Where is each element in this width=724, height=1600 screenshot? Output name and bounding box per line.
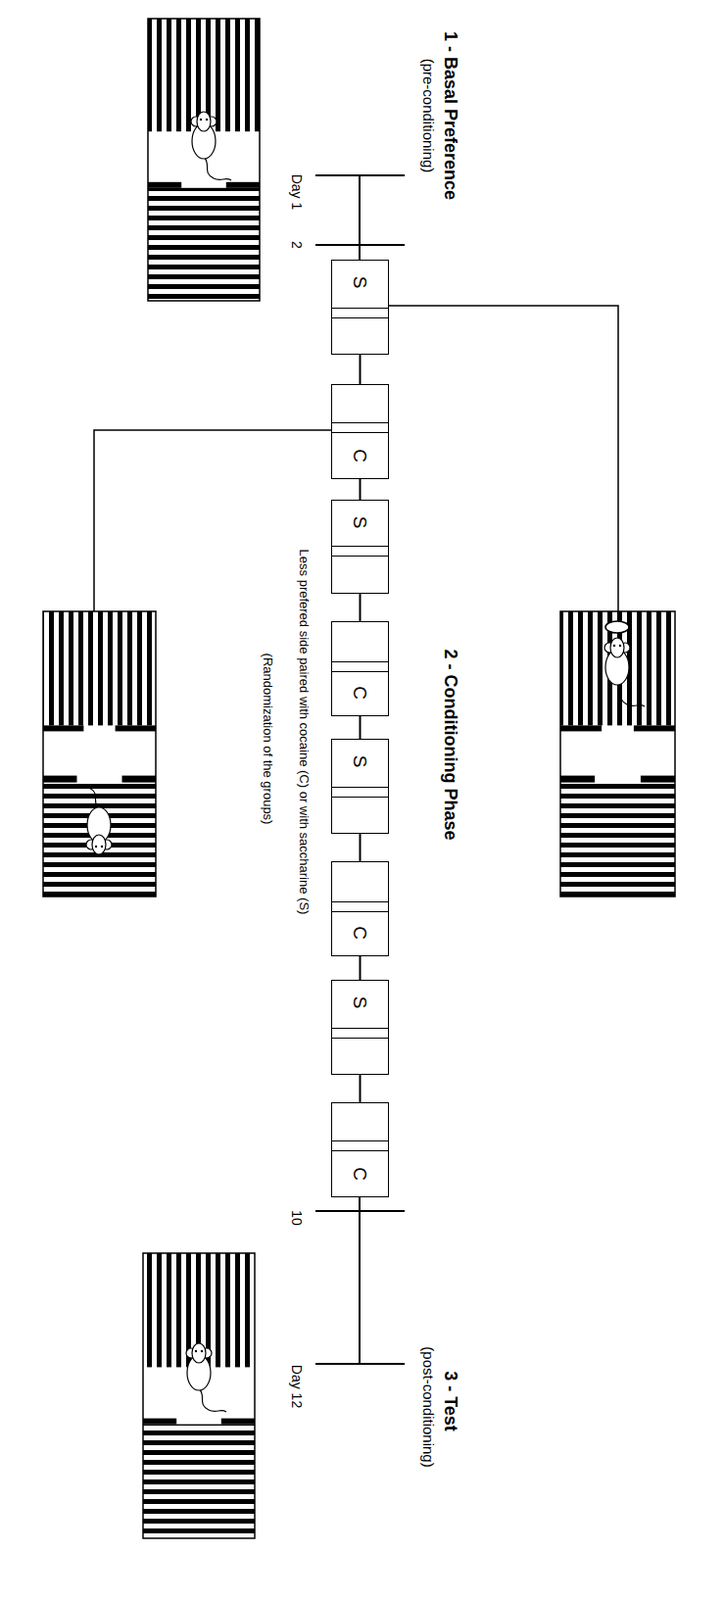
saccharin-session-box: S — [331, 499, 389, 594]
cocaine-session-box: C — [331, 1102, 389, 1198]
note: (Randomization of the groups) — [260, 653, 275, 825]
divider-line — [332, 1150, 388, 1152]
divider-line — [332, 1027, 388, 1029]
divider-line — [332, 911, 388, 913]
saccharin-session-box: S — [331, 259, 389, 355]
divider-line — [332, 671, 388, 673]
timeline — [94, 175, 619, 1364]
session-letter: S — [349, 516, 371, 530]
divider-line — [332, 555, 388, 557]
mouse — [186, 1343, 227, 1412]
saccharin-session-box: S — [331, 738, 389, 834]
place-preference-box — [43, 611, 156, 897]
phase-title: 2 - Conditioning Phase — [439, 648, 460, 840]
phase-title: 1 - Basal Preference — [439, 31, 460, 200]
divider-line — [332, 901, 388, 903]
saccharin-session-box: S — [331, 979, 389, 1075]
divider-line — [332, 545, 388, 547]
session-letter: S — [349, 276, 371, 290]
day-label: Day 12 — [288, 1364, 303, 1408]
divider-line — [332, 422, 388, 424]
session-letter: S — [349, 996, 371, 1010]
divider-line — [332, 1037, 388, 1039]
phase-title: 3 - Test — [439, 1370, 460, 1432]
place-preference-box — [143, 1253, 255, 1539]
timeline-connector — [359, 833, 362, 862]
divider-line — [332, 661, 388, 663]
phase-subtitle: (pre-conditioning) — [420, 58, 437, 174]
note: Less prefered side paired with cocaine (… — [296, 549, 311, 916]
timeline-connector — [359, 593, 362, 622]
phase-subtitle: (post-conditioning) — [420, 1346, 437, 1467]
divider-line — [332, 317, 388, 319]
divider-line — [332, 432, 388, 434]
timeline-connector — [359, 354, 362, 385]
mouse — [71, 785, 112, 855]
cocaine-session-box: C — [331, 861, 389, 957]
session-letter: S — [349, 755, 371, 769]
cocaine-session-box: C — [331, 384, 389, 480]
cocaine-session-box: C — [331, 621, 389, 717]
saccharin-dish — [605, 621, 629, 633]
divider-line — [332, 307, 388, 309]
day-label: 2 — [288, 241, 303, 249]
day-label: Day 1 — [288, 174, 303, 211]
divider-line — [332, 786, 388, 788]
mouse — [191, 111, 232, 181]
divider-line — [332, 1140, 388, 1142]
mouse — [604, 637, 645, 707]
divider-line — [332, 796, 388, 798]
day-label: 10 — [288, 1209, 303, 1226]
session-letter: C — [349, 925, 371, 940]
session-letter: C — [349, 685, 371, 700]
timeline-connector — [359, 1074, 362, 1103]
timeline-connector — [359, 956, 362, 980]
place-preference-box — [560, 611, 676, 897]
timeline-connector — [359, 479, 362, 500]
timeline-connector — [359, 716, 362, 739]
session-letter: C — [349, 448, 371, 463]
place-preference-box — [147, 18, 260, 301]
session-letter: C — [349, 1166, 371, 1181]
